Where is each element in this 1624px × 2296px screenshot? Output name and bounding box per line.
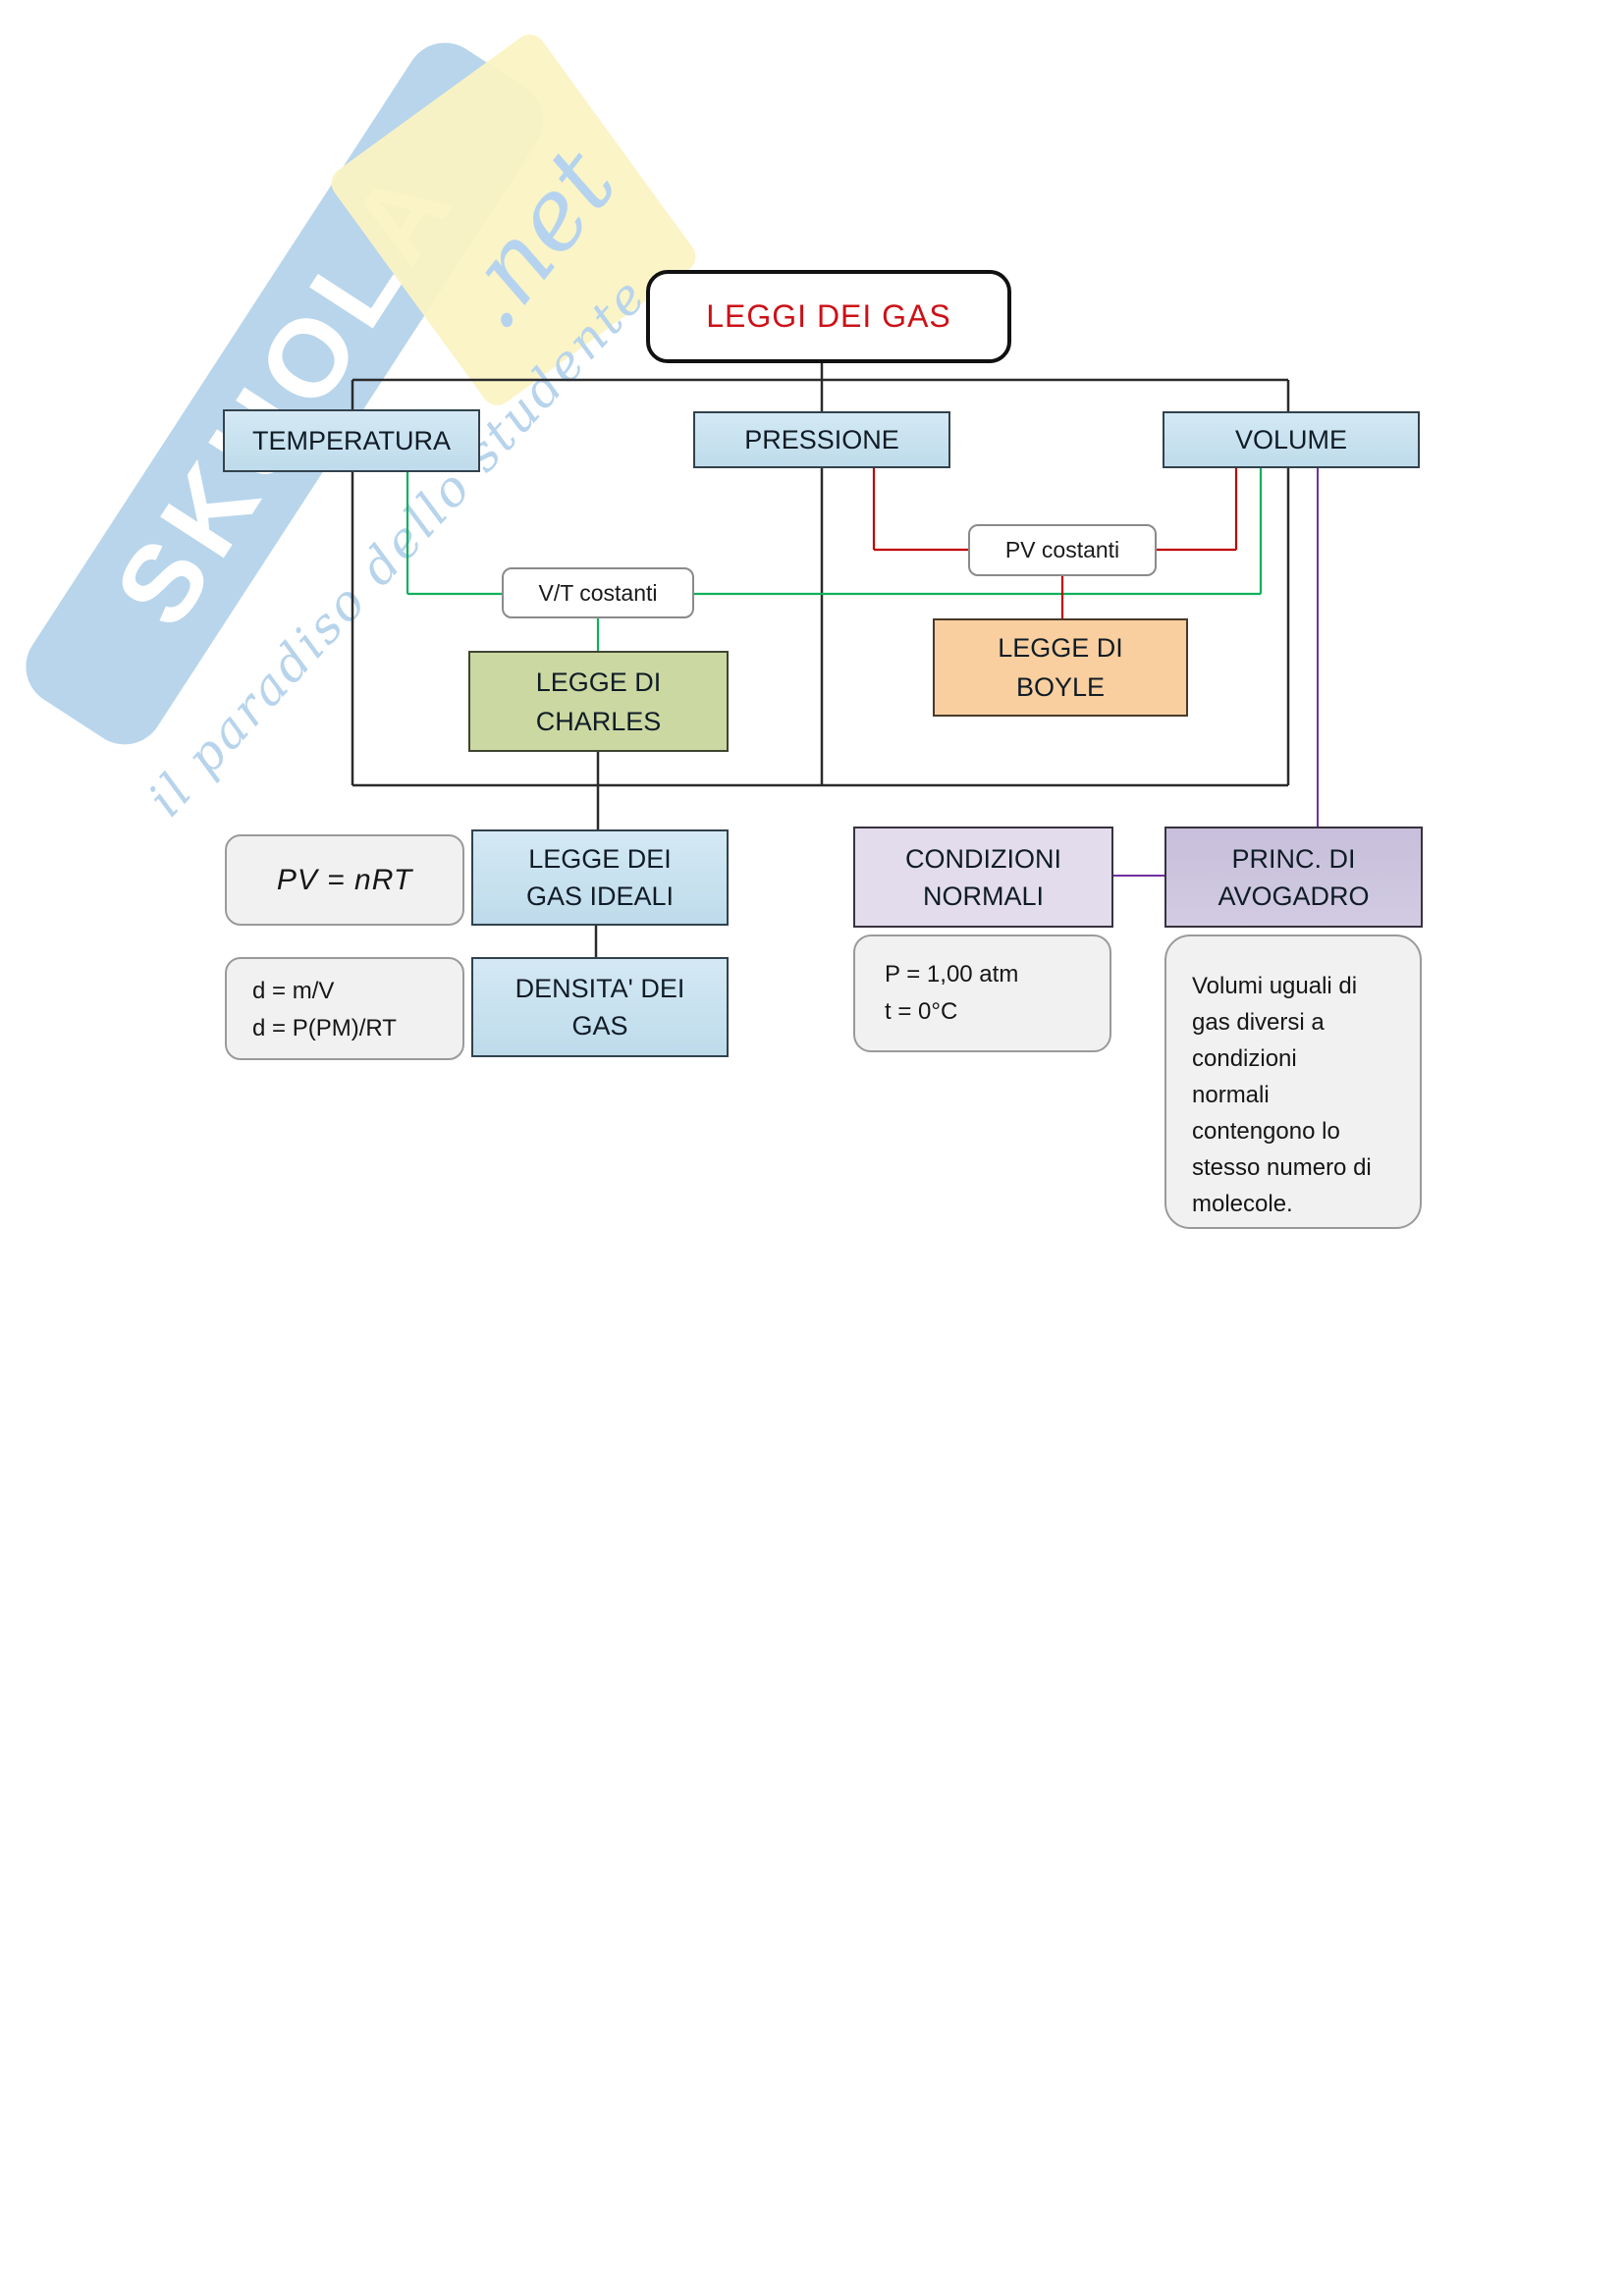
densita-label: DENSITA' DEI GAS	[514, 974, 685, 1041]
node-ideal-gas-formula: PV = nRT	[225, 834, 464, 926]
node-title: LEGGI DEI GAS	[646, 270, 1011, 363]
node-vt-costanti: V/T costanti	[502, 567, 694, 618]
temperatura-label: TEMPERATURA	[251, 425, 451, 455]
node-legge-gas-ideali: LEGGE DEI GAS IDEALI	[471, 829, 729, 926]
boyle-label: LEGGE DI BOYLE	[998, 633, 1123, 702]
node-legge-di-charles: LEGGE DI CHARLES	[468, 651, 729, 752]
volume-label: VOLUME	[1234, 424, 1348, 454]
node-princ-avogadro: PRINC. DI AVOGADRO	[1164, 827, 1423, 928]
pv-costanti-label: PV costanti	[1004, 537, 1120, 562]
node-condizioni-normali: CONDIZIONI NORMALI	[853, 827, 1113, 928]
normal-conditions-lines: P = 1,00 atm t = 0°C	[885, 961, 1019, 1025]
node-legge-di-boyle: LEGGE DI BOYLE	[933, 618, 1188, 717]
node-avogadro-note: Volumi uguali di gas diversi a condizion…	[1164, 934, 1422, 1229]
vt-costanti-label: V/T costanti	[538, 579, 658, 606]
node-volume: VOLUME	[1163, 411, 1420, 468]
gas-ideali-label: LEGGE DEI GAS IDEALI	[525, 844, 675, 911]
pressione-label: PRESSIONE	[744, 424, 899, 454]
node-densita-gas: DENSITA' DEI GAS	[471, 957, 729, 1057]
node-pressione: PRESSIONE	[693, 411, 950, 468]
avogadro-label: PRINC. DI AVOGADRO	[1218, 843, 1370, 911]
charles-label: LEGGE DI CHARLES	[535, 667, 662, 736]
density-formula-lines: d = m/V d = P(PM)/RT	[252, 978, 397, 1041]
node-pv-costanti: PV costanti	[968, 524, 1157, 576]
title-label: LEGGI DEI GAS	[706, 298, 951, 334]
avogadro-note-lines: Volumi uguali di gas diversi a condizion…	[1192, 973, 1372, 1217]
node-density-formula: d = m/V d = P(PM)/RT	[225, 957, 464, 1060]
ideal-gas-formula: PV = nRT	[276, 863, 413, 896]
node-normal-conditions: P = 1,00 atm t = 0°C	[853, 934, 1111, 1052]
node-temperatura: TEMPERATURA	[223, 409, 480, 472]
condizioni-label: CONDIZIONI NORMALI	[905, 843, 1061, 911]
